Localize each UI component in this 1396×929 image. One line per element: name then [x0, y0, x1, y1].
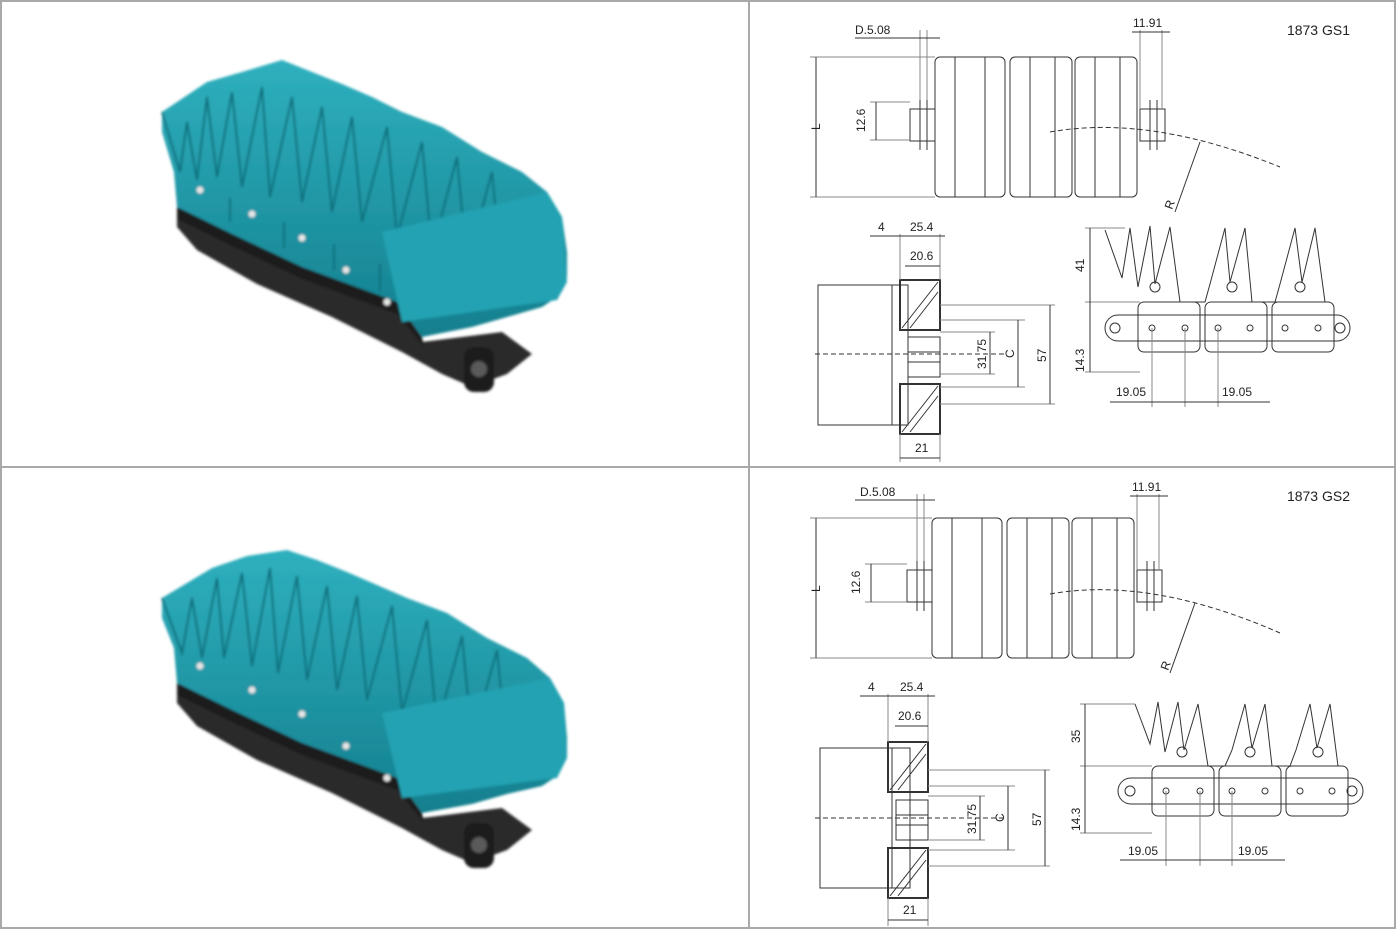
- dim-clearance-label: C: [993, 813, 1007, 822]
- dim-base-label: 21: [903, 903, 917, 917]
- model-code: 1873 GS1: [1287, 22, 1350, 38]
- top-view: [810, 30, 1281, 213]
- technical-drawing: 1873 GS1: [809, 16, 1351, 462]
- dim-height-label: 12.6: [849, 570, 863, 594]
- dim-finger-height-label: 35: [1069, 729, 1083, 743]
- dim-clearance-label: C: [1003, 349, 1017, 358]
- dim-overall-label: 57: [1030, 812, 1044, 826]
- dim-radius-label: R: [1162, 198, 1178, 211]
- profile-view: [1085, 225, 1351, 407]
- dim-body-height-label: 14.3: [1069, 807, 1083, 831]
- product-photo: [161, 60, 567, 392]
- dim-body-height-label: 14.3: [1073, 348, 1087, 372]
- dim-radius-label: R: [1158, 659, 1174, 672]
- profile-view: [1080, 701, 1364, 866]
- dim-height-label: 12.6: [854, 108, 868, 132]
- dim-plate-offset-label: 4: [878, 220, 885, 234]
- dim-pin-label: 31.75: [965, 804, 979, 834]
- technical-drawing-cell: 1873 GS2: [748, 466, 1396, 929]
- product-photo-cell: [0, 466, 750, 929]
- side-view: [815, 694, 1050, 926]
- dim-length-label: L: [809, 585, 823, 592]
- dim-length-label: L: [809, 123, 823, 130]
- dim-overall-label: 57: [1035, 348, 1049, 362]
- top-view: [810, 494, 1281, 674]
- dim-pitch-left-label: 19.05: [1116, 385, 1146, 399]
- side-view: [815, 234, 1055, 462]
- dim-pitch-right-label: 19.05: [1222, 385, 1252, 399]
- dim-plate-width-label: 20.6: [910, 249, 934, 263]
- product-photo-cell: [0, 0, 750, 468]
- dim-plate-offset-label: 4: [868, 680, 875, 694]
- dim-pitch-left-label: 19.05: [1128, 844, 1158, 858]
- dim-hole-label: D.5.08: [855, 23, 891, 37]
- dim-pitch-label: 25.4: [900, 680, 924, 694]
- dim-plate-width-label: 20.6: [898, 709, 922, 723]
- technical-drawing: 1873 GS2: [809, 480, 1364, 926]
- dim-hole-label: D.5.08: [860, 485, 896, 499]
- technical-drawing-cell: 1873 GS1: [748, 0, 1396, 468]
- product-photo: [161, 550, 567, 868]
- model-code: 1873 GS2: [1287, 488, 1350, 504]
- dim-width-label: 11.91: [1133, 16, 1162, 30]
- dim-pitch-label: 25.4: [910, 220, 934, 234]
- dim-base-label: 21: [915, 441, 929, 455]
- dim-pin-label: 31.75: [975, 339, 989, 369]
- dim-finger-height-label: 41: [1073, 258, 1087, 272]
- dim-pitch-right-label: 19.05: [1238, 844, 1268, 858]
- dim-width-label: 11.91: [1132, 480, 1161, 494]
